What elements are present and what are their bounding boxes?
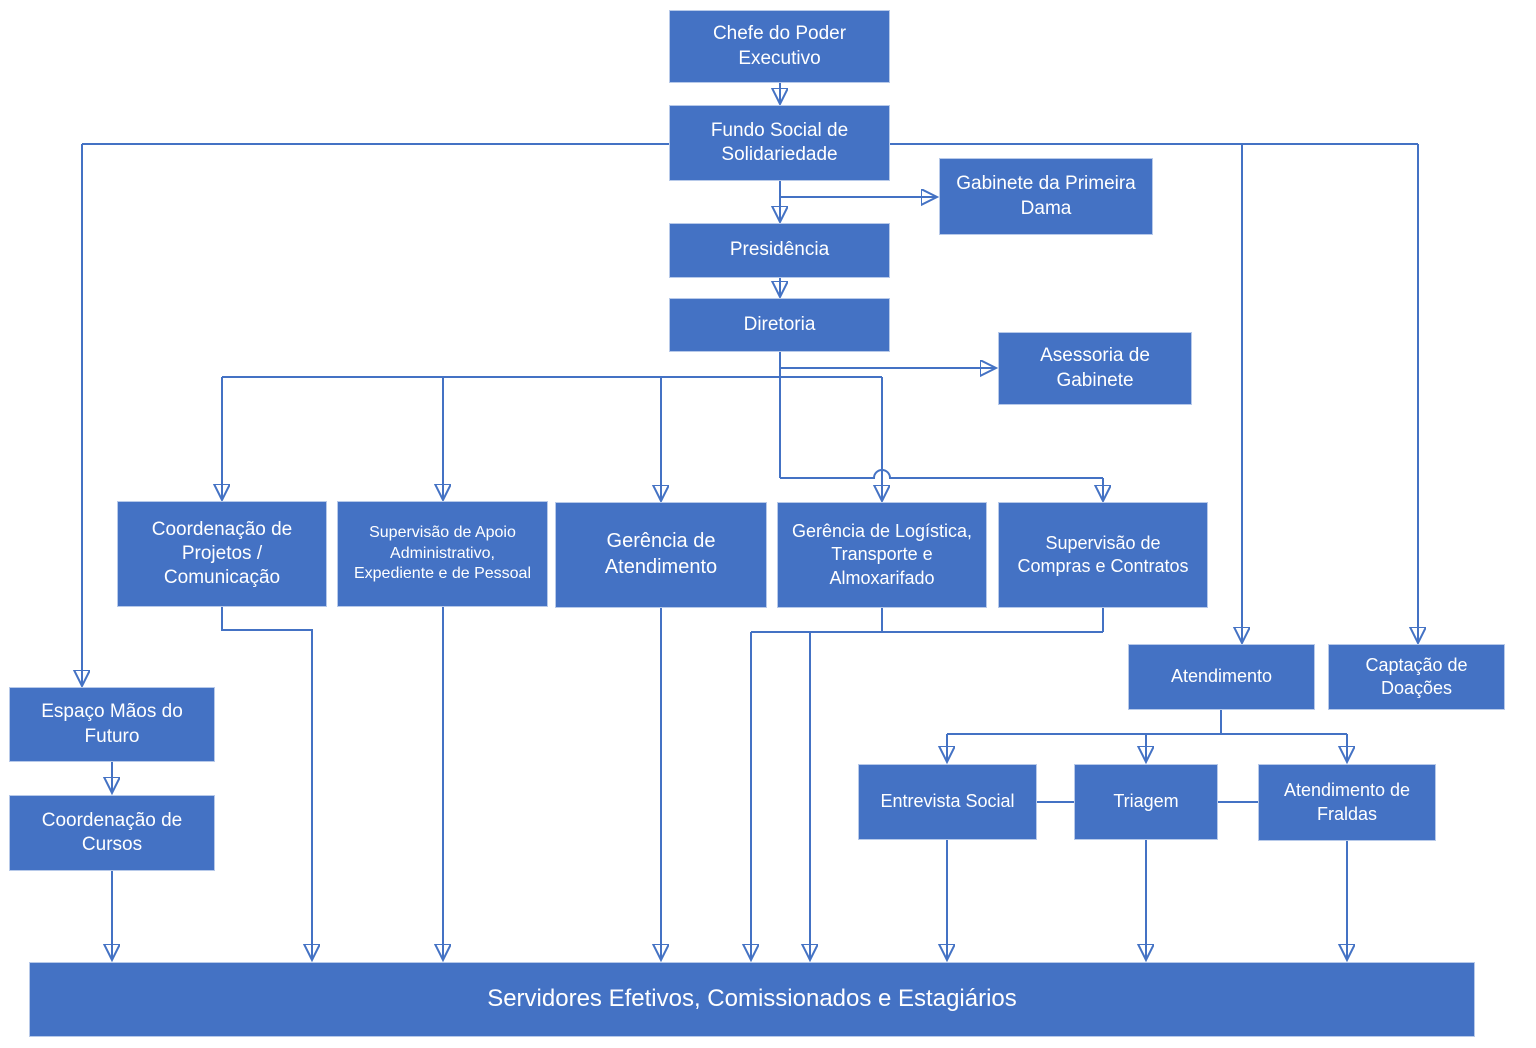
org-node-label: Supervisão de Apoio Administrativo, Expe…	[353, 524, 531, 583]
org-node-coordenacao-projetos-comunicacao: Coordenação de Projetos / Comunicação	[117, 501, 327, 607]
org-node-gabinete-primeira-dama: Gabinete da Primeira Dama	[939, 158, 1153, 235]
org-node-servidores-efetivos-bar: Servidores Efetivos, Comissionados e Est…	[29, 962, 1475, 1037]
org-node-label: Entrevista Social	[880, 791, 1015, 812]
org-node-label: Asessoria de Gabinete	[1040, 345, 1150, 391]
connector-diretoria-to-compras-horizontal-hop	[780, 469, 1103, 479]
org-node-label: Atendimento	[1170, 666, 1273, 687]
org-node-label: Gabinete da Primeira Dama	[956, 173, 1136, 219]
org-node-label: Captação de Doações	[1365, 654, 1468, 698]
org-node-captacao-de-doacoes: Captação de Doações	[1328, 644, 1505, 710]
org-node-label: Fundo Social de Solidariedade	[710, 119, 849, 165]
org-node-chefe-do-poder-executivo: Chefe do Poder Executivo	[669, 10, 890, 83]
org-node-gerencia-de-atendimento: Gerência de Atendimento	[555, 502, 767, 608]
org-node-espaco-maos-do-futuro: Espaço Mãos do Futuro	[9, 687, 215, 762]
org-node-label: Coordenação de Cursos	[41, 809, 183, 855]
org-node-asessoria-de-gabinete: Asessoria de Gabinete	[998, 332, 1192, 405]
org-node-gerencia-logistica-transporte: Gerência de Logística, Transporte e Almo…	[777, 502, 987, 608]
connector-projetos-elbow-to-bar	[221, 607, 312, 959]
org-node-atendimento-de-fraldas: Atendimento de Fraldas	[1258, 764, 1436, 841]
org-node-label: Diretoria	[743, 313, 816, 335]
org-node-label: Coordenação de Projetos / Comunicação	[151, 518, 293, 589]
org-node-coordenacao-de-cursos: Coordenação de Cursos	[9, 795, 215, 871]
org-node-label: Triagem	[1113, 791, 1179, 812]
org-node-presidencia: Presidência	[669, 223, 890, 278]
org-node-supervisao-compras-contratos: Supervisão de Compras e Contratos	[998, 502, 1208, 608]
org-node-fundo-social-solidariedade: Fundo Social de Solidariedade	[669, 105, 890, 181]
org-node-entrevista-social: Entrevista Social	[858, 764, 1037, 840]
org-node-supervisao-apoio-administrativo: Supervisão de Apoio Administrativo, Expe…	[337, 501, 548, 607]
org-node-triagem: Triagem	[1074, 764, 1218, 840]
org-node-label: Espaço Mãos do Futuro	[41, 701, 183, 747]
org-node-label: Supervisão de Compras e Contratos	[1017, 532, 1189, 576]
org-node-label: Gerência de Atendimento	[604, 530, 718, 578]
edge-group	[82, 83, 1418, 959]
org-node-label: Servidores Efetivos, Comissionados e Est…	[487, 985, 1017, 1013]
org-node-label: Chefe do Poder Executivo	[712, 23, 847, 69]
org-node-label: Atendimento de Fraldas	[1283, 780, 1411, 824]
org-node-diretoria: Diretoria	[669, 298, 890, 352]
org-node-label: Presidência	[729, 239, 830, 261]
org-node-label: Gerência de Logística, Transporte e Almo…	[791, 521, 973, 588]
org-node-atendimento: Atendimento	[1128, 644, 1315, 710]
